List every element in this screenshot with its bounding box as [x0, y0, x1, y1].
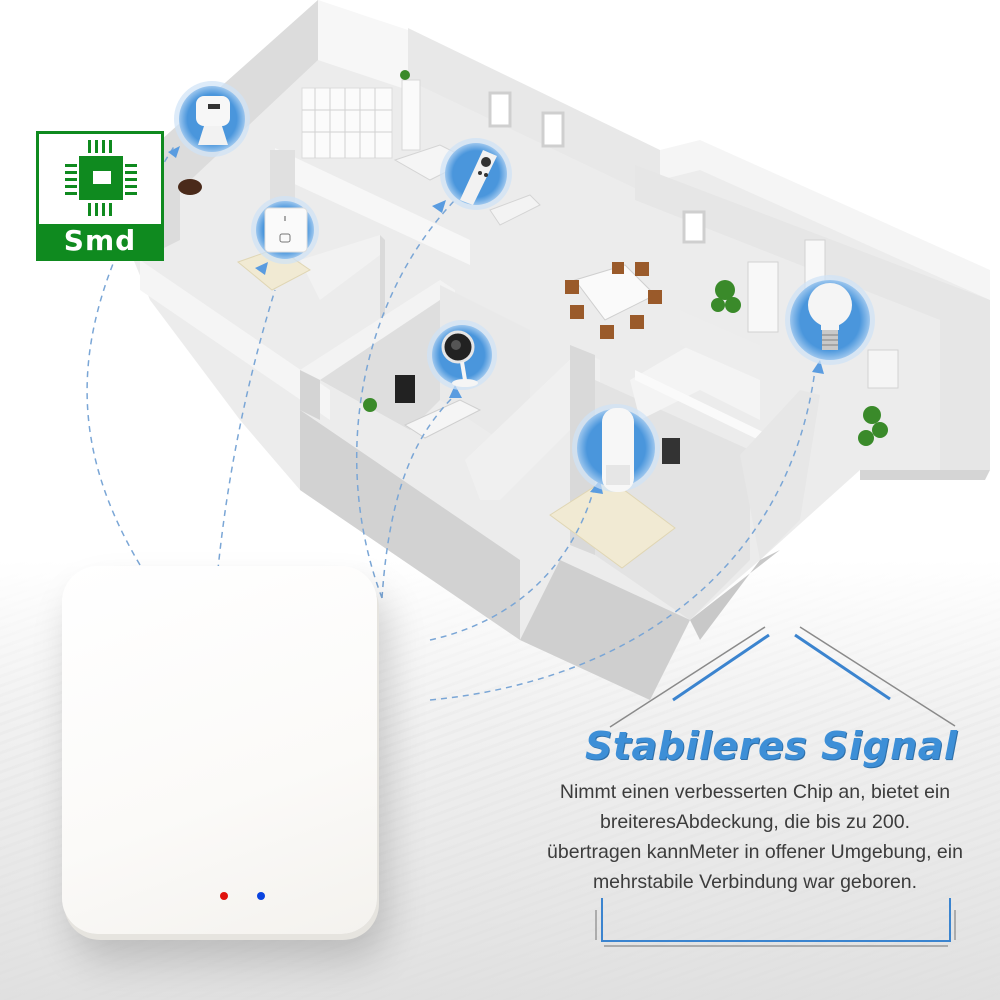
description-line: mehrstabile Verbindung war geboren.	[592, 871, 918, 893]
motion-sensor-icon	[196, 96, 230, 126]
status-led-blue	[257, 892, 265, 900]
light-bulb-icon	[808, 283, 852, 327]
text-bracket-decoration	[595, 898, 956, 947]
device-smart-bulb	[785, 275, 875, 365]
status-led-red	[220, 892, 228, 900]
feature-title: Stabileres Signal	[585, 724, 958, 768]
device-remote-control	[440, 138, 512, 210]
device-smart-socket	[251, 196, 319, 264]
power-socket-icon	[264, 207, 308, 253]
device-air-purifier	[572, 404, 660, 492]
device-security-camera	[427, 320, 497, 390]
description-line: breiteresAbdeckung, die bis zu 200.	[599, 811, 911, 833]
smd-logo: Smd	[36, 131, 164, 261]
signal-arcs	[86, 144, 816, 868]
gateway-hub-device	[62, 566, 377, 934]
feature-description: Nimmt einen verbesserten Chip an, bietet…	[510, 777, 1000, 897]
headline-roof-decoration	[609, 626, 956, 728]
description-line: übertragen kannMeter in offener Umgebung…	[547, 841, 963, 863]
description-line: Nimmt einen verbesserten Chip an, bietet…	[559, 781, 951, 803]
logo-brand-text: Smd	[39, 224, 161, 258]
device-motion-sensor	[174, 81, 250, 157]
chip-icon	[65, 140, 137, 216]
